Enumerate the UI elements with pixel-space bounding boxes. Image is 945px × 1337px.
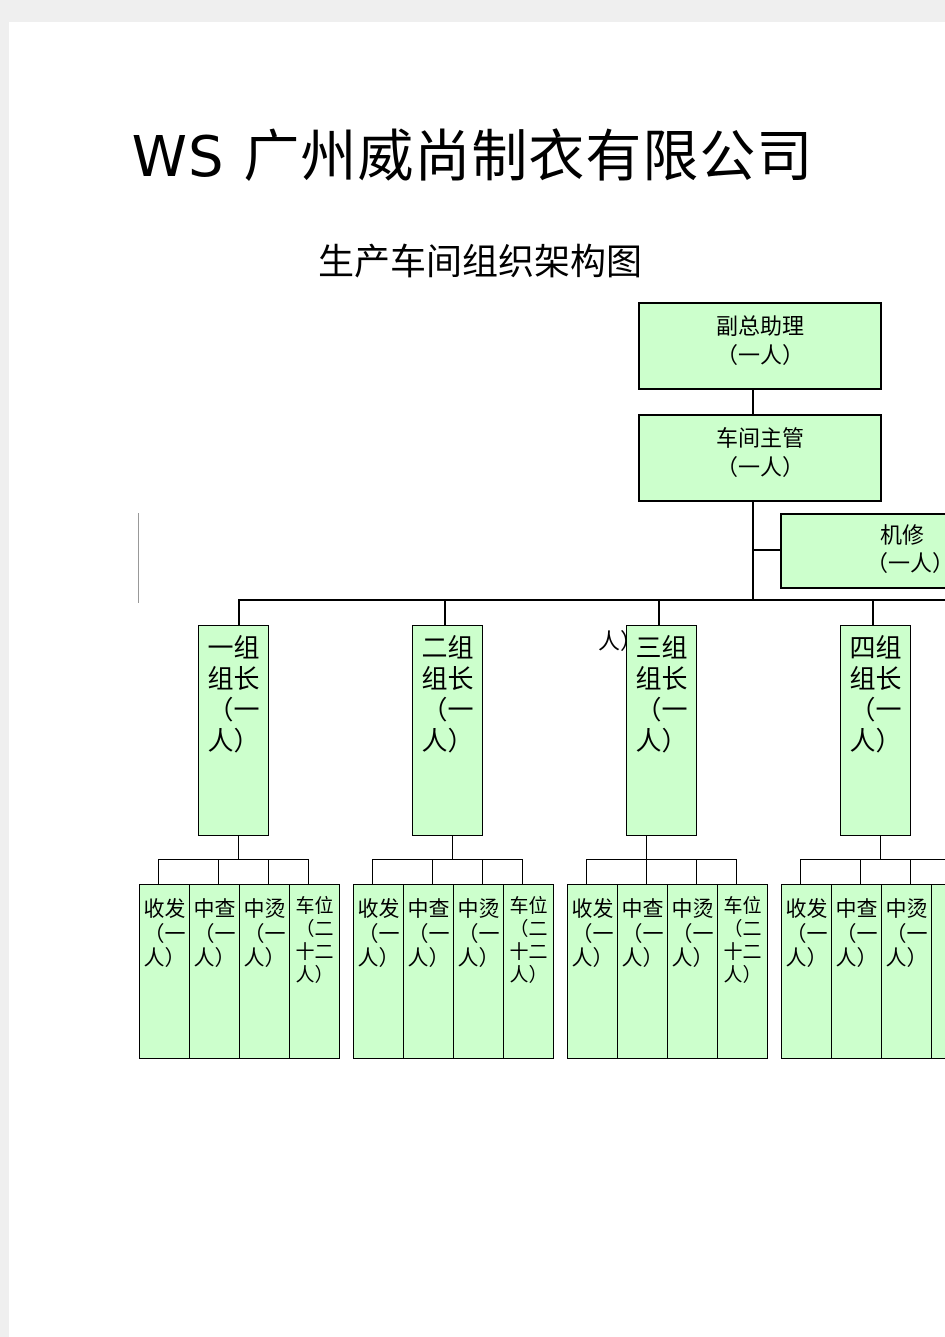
group-3-leader-label: 三组组长（一人） (635, 634, 688, 757)
workshop-supervisor-name: 车间主管 (715, 427, 804, 452)
group-2-member-box: 收发（一人） (353, 884, 404, 1059)
connector (482, 859, 483, 885)
member-label: 中烫（一人） (671, 897, 714, 970)
member-label: 中查（一人） (193, 897, 236, 970)
group-1-member-box: 中烫（一人） (239, 884, 290, 1059)
connector (158, 859, 308, 860)
connector (218, 859, 219, 885)
assistant-gm-box: 副总助理 （一人） (638, 302, 882, 390)
group-2-member-box: 车位（二十二人） (503, 884, 554, 1059)
group-3-member-box: 收发（一人） (567, 884, 618, 1059)
member-label: 中查（一人） (835, 897, 878, 970)
connector (238, 599, 945, 601)
chart-subtitle: 生产车间组织架构图 (317, 242, 642, 283)
connector (860, 859, 861, 885)
member-label: 车位（二十二人） (723, 895, 762, 986)
group-1-leader-box: 一组组长（一人） (198, 625, 269, 836)
member-label: 中查（一人） (407, 897, 450, 970)
connector (586, 859, 587, 885)
connector (752, 549, 782, 551)
connector (880, 836, 881, 860)
connector (736, 859, 737, 885)
connector (696, 859, 697, 885)
connector (158, 859, 159, 885)
connector (752, 502, 754, 600)
group-1-member-box: 中查（一人） (189, 884, 240, 1059)
company-title: WS 广州威尚制衣有限公司 (131, 125, 814, 190)
assistant-gm-count: （一人） (715, 344, 804, 369)
member-label: 收发（一人） (571, 897, 614, 970)
member-label: 收发（一人） (785, 897, 828, 970)
connector (586, 859, 736, 860)
group-4-member-box: 收发（一人） (781, 884, 832, 1059)
connector (268, 859, 269, 885)
margin-mark (138, 513, 139, 603)
connector (646, 859, 647, 885)
group-3-member-box: 车位（二十二人） (717, 884, 768, 1059)
group-1-member-box: 车位（二十二人） (289, 884, 340, 1059)
member-label: 中查（一人） (621, 897, 664, 970)
group-2-leader-label: 二组组长（一人） (421, 634, 474, 757)
group-3-member-box: 中烫（一人） (667, 884, 718, 1059)
member-label: 收发（一人） (143, 897, 186, 970)
connector (910, 859, 911, 885)
member-label: 中烫（一人） (885, 897, 928, 970)
maintenance-name: 机修 (880, 524, 925, 549)
member-label: 收发（一人） (357, 897, 400, 970)
assistant-gm-name: 副总助理 (715, 315, 804, 340)
connector (872, 600, 874, 626)
connector (238, 600, 240, 626)
connector (238, 836, 239, 860)
member-label: 车位（二十二人） (295, 895, 334, 986)
workshop-supervisor-box: 车间主管 （一人） (638, 414, 882, 502)
stray-text: 人） (598, 630, 643, 655)
group-2-leader-box: 二组组长（一人） (412, 625, 483, 836)
group-2-member-box: 中查（一人） (403, 884, 454, 1059)
member-label: 中烫（一人） (243, 897, 286, 970)
group-1-leader-label: 一组组长（一人） (207, 634, 260, 757)
member-label: 中烫（一人） (457, 897, 500, 970)
connector (372, 859, 373, 885)
connector (522, 859, 523, 885)
connector (308, 859, 309, 885)
group-3-leader-box: 三组组长（一人） (626, 625, 697, 836)
workshop-supervisor-count: （一人） (715, 456, 804, 481)
connector (432, 859, 433, 885)
connector (452, 836, 453, 860)
group-4-member-box-partial (931, 884, 945, 1059)
group-1-member-box: 收发（一人） (139, 884, 190, 1059)
group-4-member-box: 中查（一人） (831, 884, 882, 1059)
maintenance-box: 机修 （一人） (780, 513, 945, 589)
connector (800, 859, 945, 860)
connector (752, 390, 754, 415)
group-4-member-box: 中烫（一人） (881, 884, 932, 1059)
connector (800, 859, 801, 885)
group-4-leader-box: 四组组长（一人） (840, 625, 911, 836)
maintenance-count: （一人） (866, 552, 945, 577)
connector (646, 836, 647, 860)
group-3-member-box: 中查（一人） (617, 884, 668, 1059)
connector (444, 600, 446, 626)
connector (372, 859, 522, 860)
connector (658, 600, 660, 626)
member-label: 车位（二十二人） (509, 895, 548, 986)
group-2-member-box: 中烫（一人） (453, 884, 504, 1059)
group-4-leader-label: 四组组长（一人） (849, 634, 902, 757)
